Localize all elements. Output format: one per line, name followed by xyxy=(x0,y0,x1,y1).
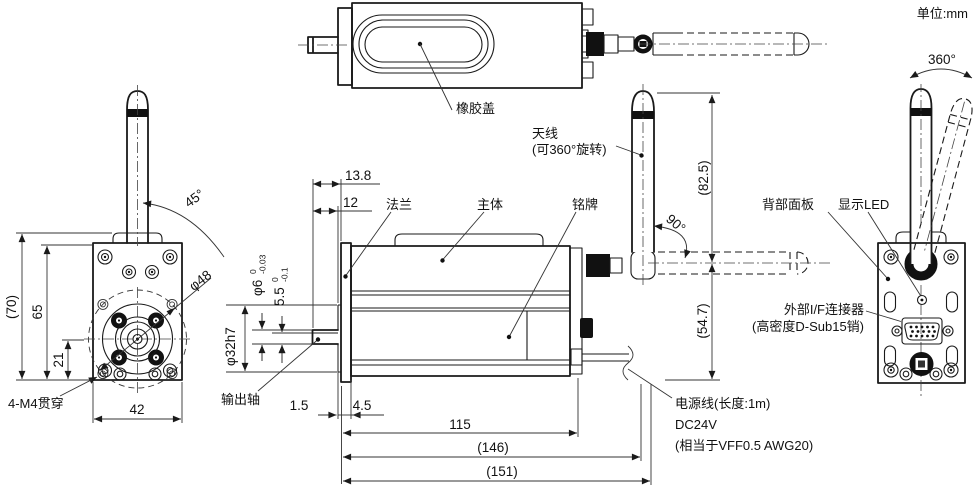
rear-antenna-band xyxy=(910,108,932,116)
flange-label: 法兰 xyxy=(386,197,412,212)
dim-phi48: φ48 xyxy=(186,267,214,293)
side-antenna-band xyxy=(632,111,654,119)
power-label-2: DC24V xyxy=(675,417,717,432)
side-adjust-knob xyxy=(580,318,593,338)
antenna-note: (可360°旋转) xyxy=(532,142,607,157)
front-screws xyxy=(97,249,178,381)
dim-115: 115 xyxy=(449,417,471,432)
dim-146: (146) xyxy=(477,440,509,455)
side-output-shaft xyxy=(311,329,339,345)
rear-screws xyxy=(883,249,959,381)
dim-65: 65 xyxy=(30,304,45,319)
rubber-cover-outer xyxy=(352,14,495,74)
dim-flat-group: 5.5 0 -0.1 xyxy=(270,267,290,306)
power-cable xyxy=(582,353,629,362)
dim-360deg: 360° xyxy=(928,52,956,67)
dim-42: 42 xyxy=(129,402,144,417)
side-rear-plate xyxy=(569,247,583,375)
ext-if-label-1: 外部I/F连接器 xyxy=(784,302,864,317)
rubber-cover-label: 橡胶盖 xyxy=(456,101,495,116)
top-body-outline xyxy=(351,2,583,89)
side-center-lines xyxy=(642,84,830,286)
top-antenna-hidden xyxy=(676,32,794,56)
top-antenna-root xyxy=(652,32,676,56)
top-front-plate xyxy=(337,7,353,86)
dim-phi6-tol-upper: 0 xyxy=(248,269,258,274)
side-view xyxy=(311,84,830,383)
rubber-cover-leader xyxy=(419,43,453,111)
dim-flat-tol-upper: 0 xyxy=(270,277,280,282)
dim-54-7: (54.7) xyxy=(695,303,710,338)
display-led-label: 显示LED xyxy=(838,197,889,212)
rear-antenna-rotated xyxy=(913,97,973,256)
rear-view xyxy=(877,84,973,396)
flange-bolts xyxy=(111,312,164,366)
top-rear-tabs xyxy=(582,8,594,79)
rubber-cover-mid xyxy=(358,19,489,69)
dim-5-5: 5.5 xyxy=(272,287,287,306)
rear-slots xyxy=(883,291,959,367)
top-center-lines xyxy=(298,43,827,46)
rear-cable-gland xyxy=(909,352,934,376)
power-label-1: 电源线(长度:1m) xyxy=(675,396,770,411)
side-body-lines xyxy=(351,290,570,366)
unit-note: 单位:mm xyxy=(917,6,968,21)
antenna-label: 天线 xyxy=(532,126,558,141)
side-shaft-boss xyxy=(312,304,341,373)
side-flange xyxy=(340,242,352,383)
side-rubber-cover xyxy=(394,233,544,246)
side-antenna-connector xyxy=(586,254,610,277)
dim-4-5: 4.5 xyxy=(353,398,372,413)
main-body-label: 主体 xyxy=(477,197,503,212)
dim-flat-tol-lower: -0.1 xyxy=(280,267,290,282)
ext-if-label-2: (高密度D-Sub15销) xyxy=(752,319,864,334)
dim-45deg: 45° xyxy=(182,186,207,210)
shaft-dia-arrows xyxy=(261,313,282,363)
dim-90deg: 90° xyxy=(663,211,688,236)
dim-151: (151) xyxy=(486,464,518,479)
dim-82-5: (82.5) xyxy=(696,160,711,195)
dim-70: (70) xyxy=(4,295,19,319)
output-shaft-label: 输出轴 xyxy=(221,392,260,407)
rear-panel-outline xyxy=(877,242,966,384)
mount-holes-label: 4-M4贯穿 xyxy=(8,396,64,411)
top-antenna-collar2 xyxy=(617,36,635,52)
power-label-3: (相当于VFF0.5 AWG20) xyxy=(675,438,813,453)
side-antenna-collar xyxy=(609,257,623,274)
rear-panel-label: 背部面板 xyxy=(762,197,814,212)
top-view xyxy=(298,2,827,111)
dimension-lines xyxy=(16,68,973,485)
nameplate-label: 铭牌 xyxy=(572,197,598,212)
dim-phi6-tol-lower: -0.03 xyxy=(258,254,268,274)
dsub-connector xyxy=(891,317,954,345)
top-antenna-connector xyxy=(586,32,604,56)
dim-phi6-group: φ6 0 -0.03 xyxy=(248,254,268,296)
led-dot xyxy=(920,298,924,302)
front-view xyxy=(84,85,191,396)
top-antenna-collar1 xyxy=(603,34,619,54)
cable-gland xyxy=(570,348,583,366)
cable-break-symbol xyxy=(622,345,634,381)
rubber-cover-inner xyxy=(364,26,483,63)
dim-phi6: φ6 xyxy=(250,280,265,296)
extension-lines xyxy=(16,92,720,485)
led-indicator xyxy=(916,294,928,306)
dim-12: 12 xyxy=(343,195,358,210)
dim-1-5: 1.5 xyxy=(290,398,309,413)
dim-13-8: 13.8 xyxy=(345,168,371,183)
dim-phi32h7: φ32h7 xyxy=(223,327,238,366)
dim-21: 21 xyxy=(51,352,66,367)
